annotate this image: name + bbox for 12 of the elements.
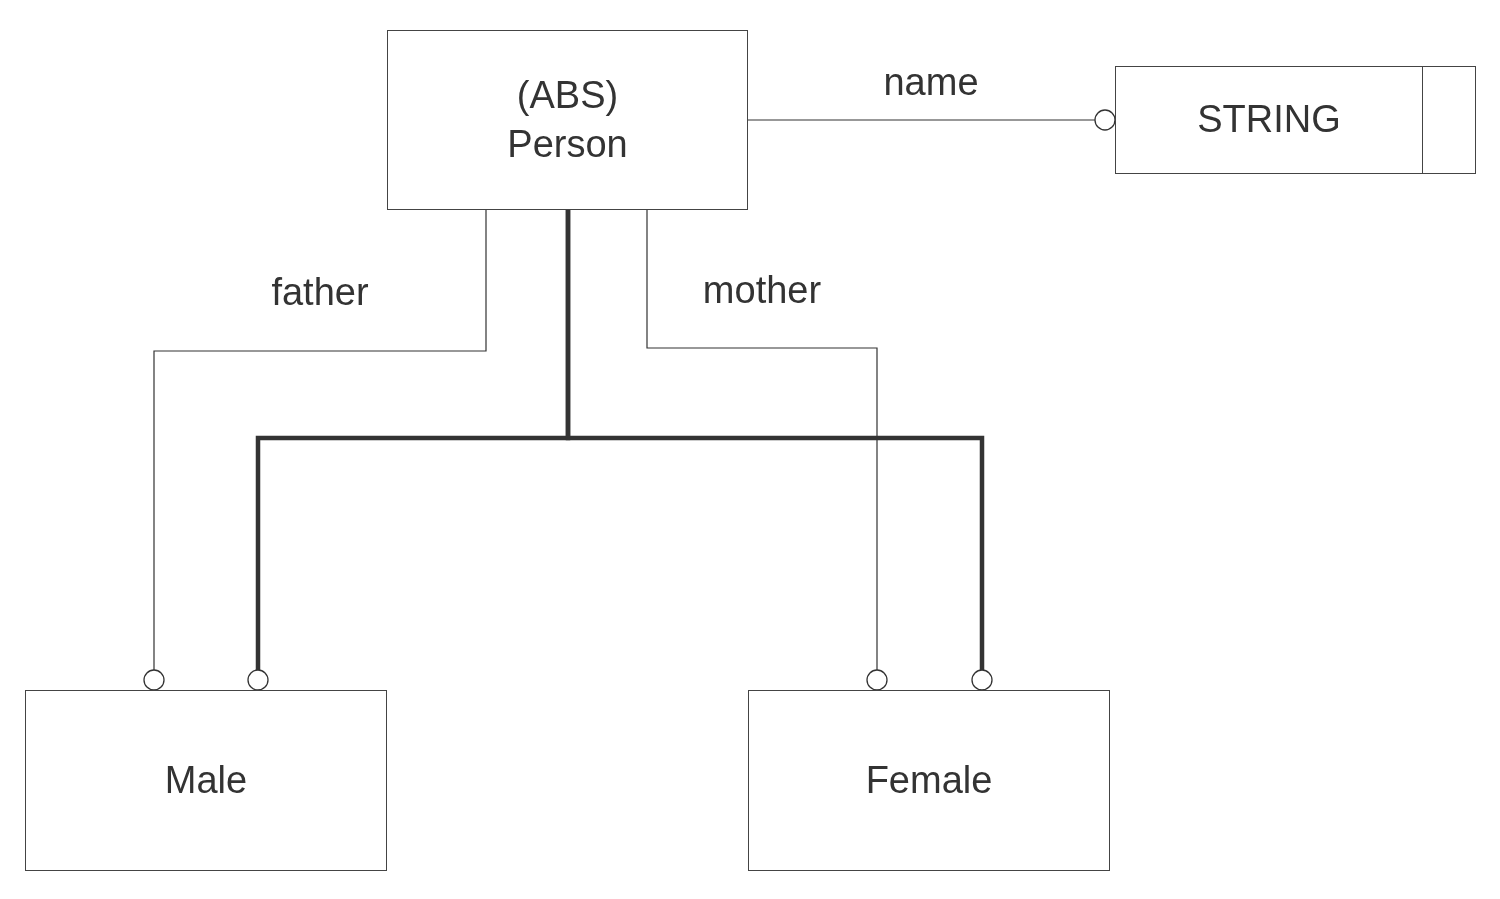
entity-box	[1115, 66, 1476, 174]
relationship-line	[747, 109, 1116, 131]
entity-name: STRING	[1196, 97, 1342, 143]
relationship-line	[646, 209, 888, 691]
entity-name: Male	[164, 757, 248, 803]
entity-name: Female	[865, 757, 993, 803]
entity-box	[25, 690, 387, 871]
relationship-line	[143, 209, 487, 691]
entity-box	[387, 30, 748, 210]
entity-name: (ABS) Person	[506, 72, 629, 167]
relationship-line	[565, 210, 993, 691]
entity-box	[748, 690, 1110, 871]
